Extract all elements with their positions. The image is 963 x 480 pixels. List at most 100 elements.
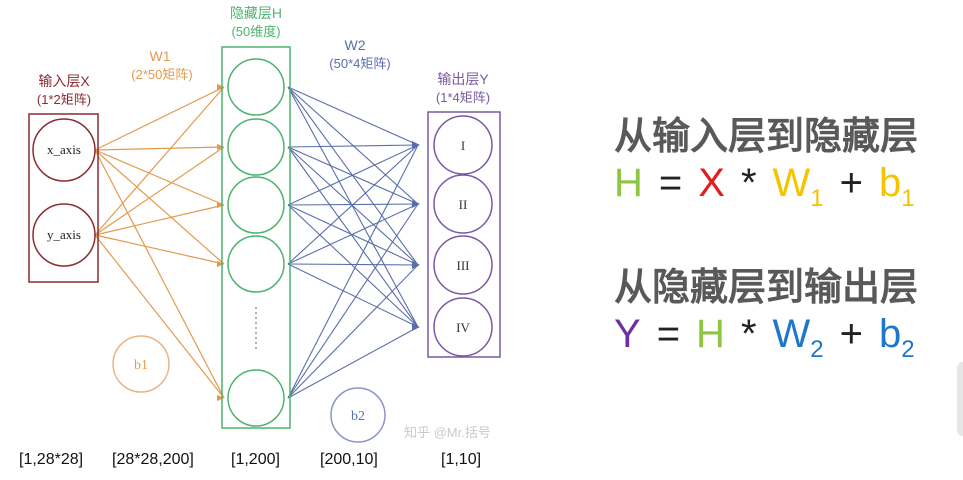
w1-arrowhead [217,84,224,90]
w1-edge [94,86,225,151]
formula2-title: 从隐藏层到输出层 [614,267,919,309]
input-layer-box [28,113,99,283]
formula2-h: H [696,312,725,356]
dim-hidden: [1,200] [231,451,280,468]
w2-edge [287,326,419,399]
w1-title: W1 [150,48,171,64]
formula1-b: b1 [879,161,915,212]
formula1-x: X [698,161,725,205]
hidden-node [227,235,285,293]
formula1-title: 从输入层到隐藏层 [614,116,919,158]
w2-edge [287,203,419,265]
w1-arrowhead [217,261,224,267]
w2-edge [287,203,419,399]
formula2-equation: Y = H * W2 + b2 [614,310,918,374]
w2-arrowhead [412,323,420,331]
w2-edge [287,264,419,399]
w1-arrowhead [217,395,224,401]
neural-network-diagram: 输入层X (1*2矩阵) x_axis y_axis W1 (2*50矩阵) 隐… [28,5,501,443]
hidden-node [227,118,285,176]
w1-connections [94,84,225,401]
hidden-layer-subtitle: (50维度) [231,24,280,39]
output-node-label: III [457,258,470,273]
formula-input-to-hidden: 从输入层到隐藏层 H = X * W1 + b1 [614,115,918,223]
input-layer-title: 输入层X [38,73,90,89]
formula1-equation: H = X * W1 + b1 [614,159,918,223]
formula1-plus: + [839,161,863,205]
output-layer-subtitle: (1*4矩阵) [436,90,490,105]
input-node-x-label: x_axis [47,142,81,157]
w1-subtitle: (2*50矩阵) [131,67,192,82]
w2-edge [287,146,419,266]
w2-subtitle: (50*4矩阵) [329,56,390,71]
w2-edge [287,144,419,206]
output-layer-title: 输出层Y [437,71,489,87]
w1-edge [94,234,225,265]
output-layer-box [427,111,501,358]
w2-arrowhead [412,261,420,269]
w2-edge [287,263,419,266]
formula2-mul: * [740,312,757,356]
input-node-y: y_axis [32,203,96,267]
hidden-layer-box [221,46,291,429]
formula2-plus: + [839,312,863,356]
w2-title: W2 [345,37,366,53]
bias-b2-label: b2 [351,409,365,424]
w1-edge [94,234,225,399]
w1-arrowhead [217,144,224,150]
w1-edge [94,149,225,399]
w2-edge [287,86,419,146]
formula2-w: W2 [772,312,824,363]
formula2-b: b2 [879,312,915,363]
hidden-node [227,58,285,116]
w2-arrowhead [412,141,420,149]
output-node-label: II [459,197,468,212]
hidden-nodes [227,58,285,427]
w2-edge [287,86,419,328]
w2-edge [287,263,419,328]
w1-edge [94,86,225,236]
w2-edge [287,204,419,328]
input-node-y-label: y_axis [47,227,81,242]
formula2-y: Y [614,312,641,356]
bias-b1: b1 [112,335,170,393]
w2-edge [287,144,419,265]
watermark: 知乎 @Mr.括号 [404,425,491,440]
formula2-eq: = [656,312,681,356]
output-node-label: IV [456,320,470,335]
hidden-node [227,176,285,234]
hidden-node [227,369,285,427]
output-node [433,174,493,234]
dim-w1: [28*28,200] [112,451,194,468]
dim-output: [1,10] [441,451,482,468]
w2-edge [287,144,419,399]
hidden-layer-title: 隐藏层H [230,5,282,21]
w1-edge [94,149,225,265]
w1-edge [94,146,225,151]
dimension-row: [1,28*28] [28*28,200] [1,200] [200,10] [… [0,451,600,473]
w1-edge [94,149,225,206]
input-node-x: x_axis [32,118,96,182]
w1-arrowhead [217,202,224,208]
dim-w2: [200,10] [320,451,378,468]
w2-edge [287,144,419,148]
bias-b2: b2 [330,387,386,443]
w1-edge [94,204,225,236]
w1-edge [94,146,225,236]
formula1-eq: = [658,161,683,205]
formula1-h: H [614,161,643,205]
w2-arrowhead [412,200,420,208]
dim-input: [1,28*28] [19,451,84,468]
w2-connections [287,86,420,399]
w2-edge [287,146,419,328]
bias-b1-label: b1 [134,358,148,373]
scrollbar-edge[interactable] [957,362,963,436]
formula1-w: W1 [772,161,824,212]
formula1-mul: * [740,161,757,205]
formula-hidden-to-output: 从隐藏层到输出层 Y = H * W2 + b2 [614,266,918,374]
w2-edge [287,204,419,266]
input-layer-subtitle: (1*2矩阵) [37,92,91,107]
output-node [433,235,493,295]
output-node-label: I [461,138,465,153]
